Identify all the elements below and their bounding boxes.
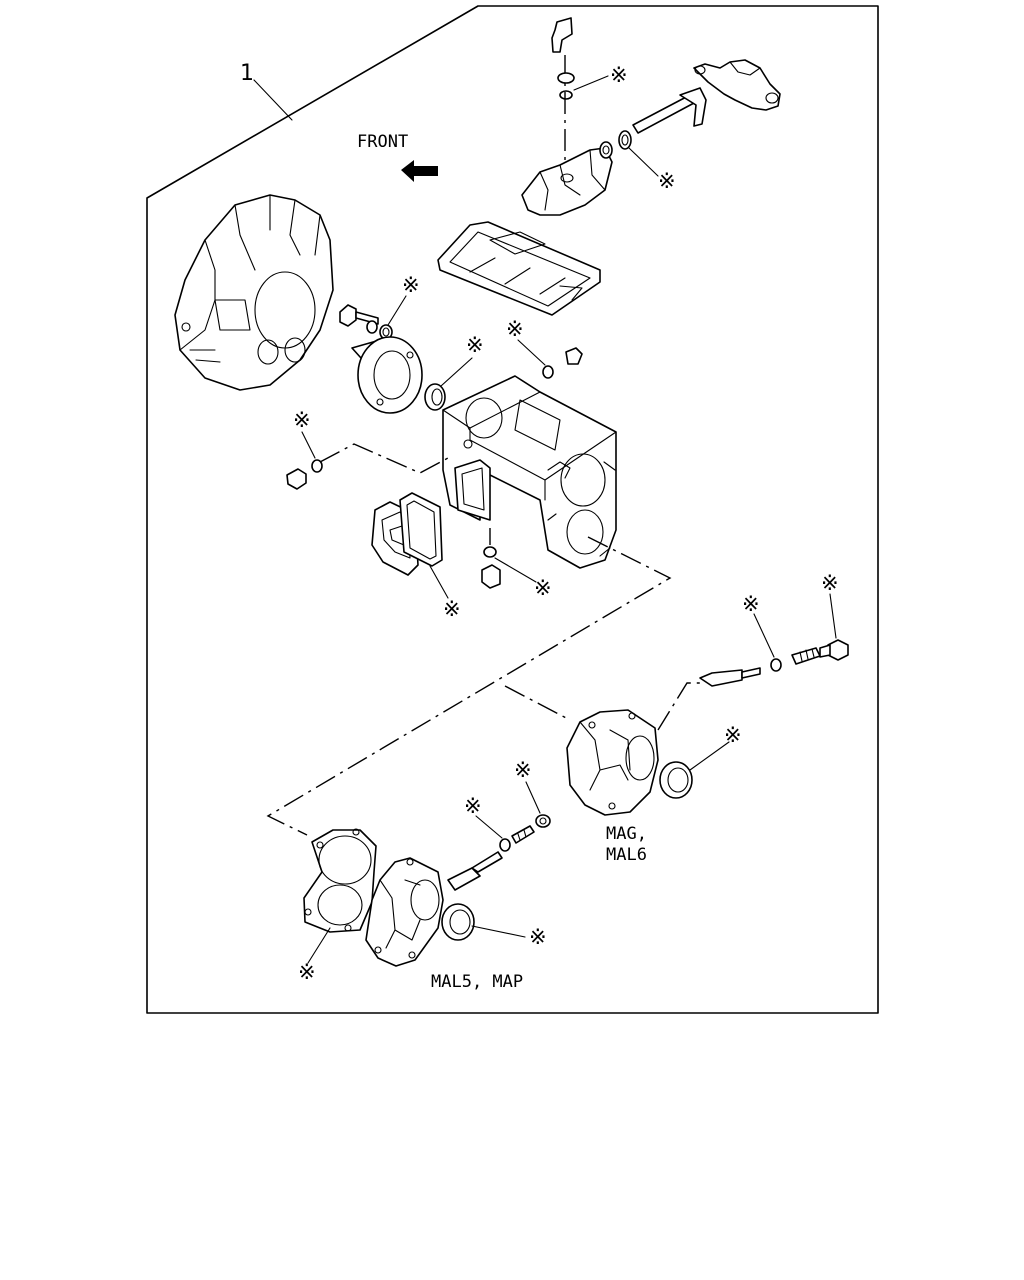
speedometer-sleeve <box>791 647 821 665</box>
rear-oil-seal-mag <box>659 761 693 799</box>
shift-lever-bracket <box>551 17 573 53</box>
speedometer-sleeve-mal5 <box>511 825 535 844</box>
oil-seal-shaft <box>618 130 632 150</box>
rear-housing-mal5-map <box>365 857 444 967</box>
front-label: FRONT <box>357 132 408 152</box>
kit-mark: ※ <box>821 571 839 595</box>
washer <box>366 320 378 334</box>
shift-shaft <box>632 87 707 134</box>
rear-housing-mag-mal6 <box>566 709 659 816</box>
callout-leader <box>253 79 293 121</box>
kit-mark: ※ <box>529 925 547 949</box>
callout-number: 1 <box>240 61 254 86</box>
kit-mark: ※ <box>402 273 420 297</box>
kit-mark: ※ <box>293 408 311 432</box>
kit-mark: ※ <box>464 794 482 818</box>
rear-oil-seal-mal5 <box>441 903 475 941</box>
seal-ring-small <box>599 141 613 159</box>
kit-mark: ※ <box>534 576 552 600</box>
washer-upper <box>557 72 575 84</box>
clutch-housing <box>174 194 334 391</box>
lower-drain-plug <box>481 564 501 589</box>
kit-mark: ※ <box>298 960 316 984</box>
kit-mark: ※ <box>724 723 742 747</box>
variant-label-mal5-map: MAL5, MAP <box>431 972 523 992</box>
variant-label-mal6: MAL6 <box>606 845 647 865</box>
speedometer-shaft-mal5 <box>447 851 503 891</box>
drain-o-ring <box>311 459 323 473</box>
front-arrow-icon <box>401 160 438 182</box>
kit-mark: ※ <box>514 758 532 782</box>
shift-housing <box>521 147 613 216</box>
lower-o-ring <box>483 546 497 558</box>
speedometer-plug <box>819 639 849 661</box>
top-cover <box>437 221 601 316</box>
kit-mark: ※ <box>610 63 628 87</box>
front-oil-seal <box>424 383 446 411</box>
speedometer-o-ring <box>770 658 782 672</box>
kit-mark: ※ <box>506 317 524 341</box>
kit-mark: ※ <box>658 169 676 193</box>
o-ring-upper <box>559 90 573 100</box>
breather-washer <box>542 365 554 379</box>
kit-mark: ※ <box>443 597 461 621</box>
speedometer-shaft <box>699 667 761 687</box>
drain-plug <box>286 468 307 490</box>
side-cover-gasket <box>399 492 443 567</box>
kit-mark: ※ <box>466 333 484 357</box>
kit-frame <box>146 5 879 1014</box>
breather-plug <box>565 347 583 365</box>
transmission-case <box>442 375 617 569</box>
speedometer-plug-mal5 <box>535 814 551 828</box>
shift-lever-assembly <box>693 59 781 111</box>
kit-mark: ※ <box>742 592 760 616</box>
variant-label-mag: MAG, <box>606 824 647 844</box>
front-bearing-retainer <box>351 336 423 414</box>
speedometer-o-ring-mal5 <box>499 838 511 852</box>
rear-housing-gasket <box>303 828 377 933</box>
